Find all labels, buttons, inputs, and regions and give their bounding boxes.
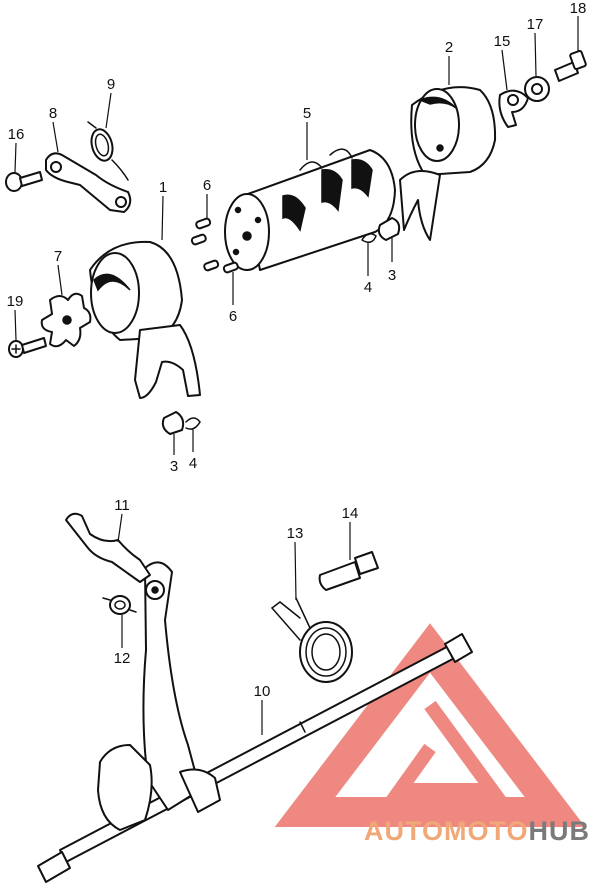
stopper-plate-7 — [40, 292, 92, 348]
return-spring-13 — [270, 597, 353, 683]
part-number-12: 12 — [114, 650, 131, 667]
clip-4-left — [185, 417, 201, 430]
washer-17 — [524, 76, 550, 102]
part-number-9: 9 — [107, 76, 115, 93]
spring-12 — [102, 595, 137, 615]
watermark-logo — [274, 623, 586, 827]
part-number-labels: 1 2 3 3 4 4 5 6 6 7 8 9 10 11 12 13 14 1… — [7, 0, 587, 700]
shift-drum — [224, 148, 396, 271]
part-number-19: 19 — [7, 293, 24, 310]
bolt-16 — [5, 171, 43, 192]
part-number-4-left: 4 — [189, 455, 197, 472]
part-number-17: 17 — [527, 16, 544, 33]
part-number-3-left: 3 — [170, 458, 178, 475]
part-number-1: 1 — [159, 179, 167, 196]
part-number-4-right: 4 — [364, 279, 372, 296]
part-number-8: 8 — [49, 105, 57, 122]
spring-9 — [87, 121, 129, 181]
watermark-text: AUTOMOTOHUB — [364, 816, 590, 846]
dowel-pins — [190, 217, 239, 274]
part-number-6-bottom: 6 — [229, 308, 237, 325]
shift-fork-1 — [89, 240, 201, 399]
part-number-7: 7 — [54, 248, 62, 265]
part-number-3-right: 3 — [388, 267, 396, 284]
leader-lines — [14, 16, 579, 735]
pivot-pin-14 — [318, 551, 379, 591]
part-number-16: 16 — [8, 126, 25, 143]
watermark-word-dark: HUB — [529, 816, 591, 846]
bolt-18 — [554, 49, 587, 82]
ratchet-arm-11 — [65, 512, 151, 583]
circlip-15 — [498, 89, 529, 128]
pin-3-right — [377, 217, 401, 241]
part-number-13: 13 — [287, 525, 304, 542]
part-number-10: 10 — [254, 683, 271, 700]
part-number-15: 15 — [494, 33, 511, 50]
pin-3-left — [161, 411, 185, 435]
watermark-word-light: AUTOMOTO — [364, 816, 529, 846]
stopper-arm-8 — [45, 152, 132, 213]
clip-4-right — [361, 233, 377, 243]
shift-collar — [97, 744, 221, 831]
part-number-2: 2 — [445, 39, 453, 56]
part-number-18: 18 — [570, 0, 587, 17]
screw-19 — [8, 337, 47, 358]
part-number-6-top: 6 — [203, 177, 211, 194]
part-number-14: 14 — [342, 505, 359, 522]
shift-arm — [142, 561, 201, 811]
part-number-11: 11 — [114, 497, 130, 514]
part-number-5: 5 — [303, 105, 311, 122]
shift-fork-2 — [399, 86, 497, 241]
